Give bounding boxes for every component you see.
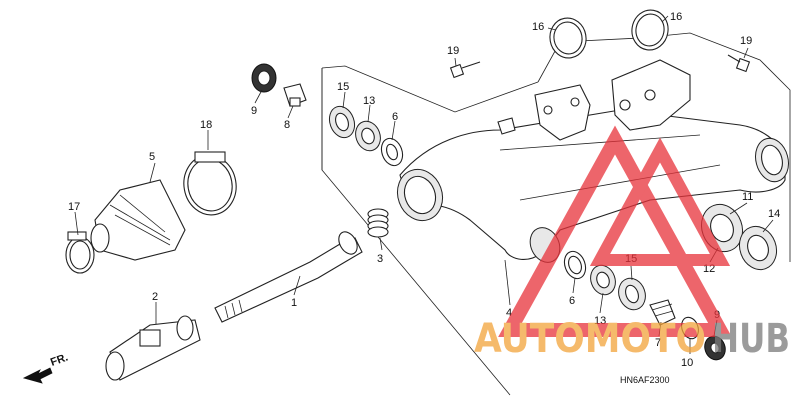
- label-16-left: 16: [532, 21, 544, 33]
- label-13-top: 13: [363, 95, 375, 107]
- boot-5: [90, 179, 186, 261]
- label-5: 5: [149, 151, 155, 163]
- label-18: 18: [200, 119, 212, 131]
- label-19-left: 19: [447, 45, 459, 57]
- front-direction-indicator: FR.: [22, 351, 70, 384]
- label-1: 1: [291, 297, 297, 309]
- bearing-set-bottom: [563, 250, 646, 311]
- label-7: 7: [655, 337, 661, 349]
- watermark-text-hub: HUB: [712, 316, 790, 362]
- drive-shaft-1: [214, 231, 363, 323]
- diagram-code: HN6AF2300: [620, 375, 670, 385]
- bearing-set-right: [700, 203, 778, 271]
- label-14: 14: [768, 208, 780, 220]
- label-16-right: 16: [670, 11, 682, 23]
- watermark-triangle-outer: [498, 125, 732, 337]
- front-arrow-icon: [22, 367, 53, 384]
- label-10: 10: [681, 357, 693, 369]
- band-18: [183, 151, 237, 216]
- label-4: 4: [506, 307, 512, 319]
- clamp-17: [65, 231, 95, 274]
- label-6-top: 6: [392, 111, 398, 123]
- label-6-bottom: 6: [569, 295, 575, 307]
- label-11: 11: [742, 191, 753, 203]
- o-ring-16: [549, 9, 669, 59]
- watermark-text-automoto: AUTOMOTO: [474, 316, 706, 362]
- universal-joint-2: [105, 315, 201, 381]
- label-9-top: 9: [251, 105, 257, 117]
- label-17: 17: [68, 201, 80, 213]
- watermark: AUTOMOTO HUB: [474, 125, 790, 362]
- label-3: 3: [377, 253, 383, 265]
- watermark-triangle-inner: [589, 137, 731, 266]
- label-2: 2: [152, 291, 158, 303]
- fittings-top-left: [251, 63, 307, 107]
- label-19-right: 19: [740, 35, 752, 47]
- bearing-set-left: [328, 105, 404, 167]
- label-15-top: 15: [337, 81, 349, 93]
- bolt-19: [449, 54, 751, 79]
- front-label: FR.: [49, 351, 70, 368]
- label-8: 8: [284, 119, 290, 131]
- spring-3: [367, 208, 389, 238]
